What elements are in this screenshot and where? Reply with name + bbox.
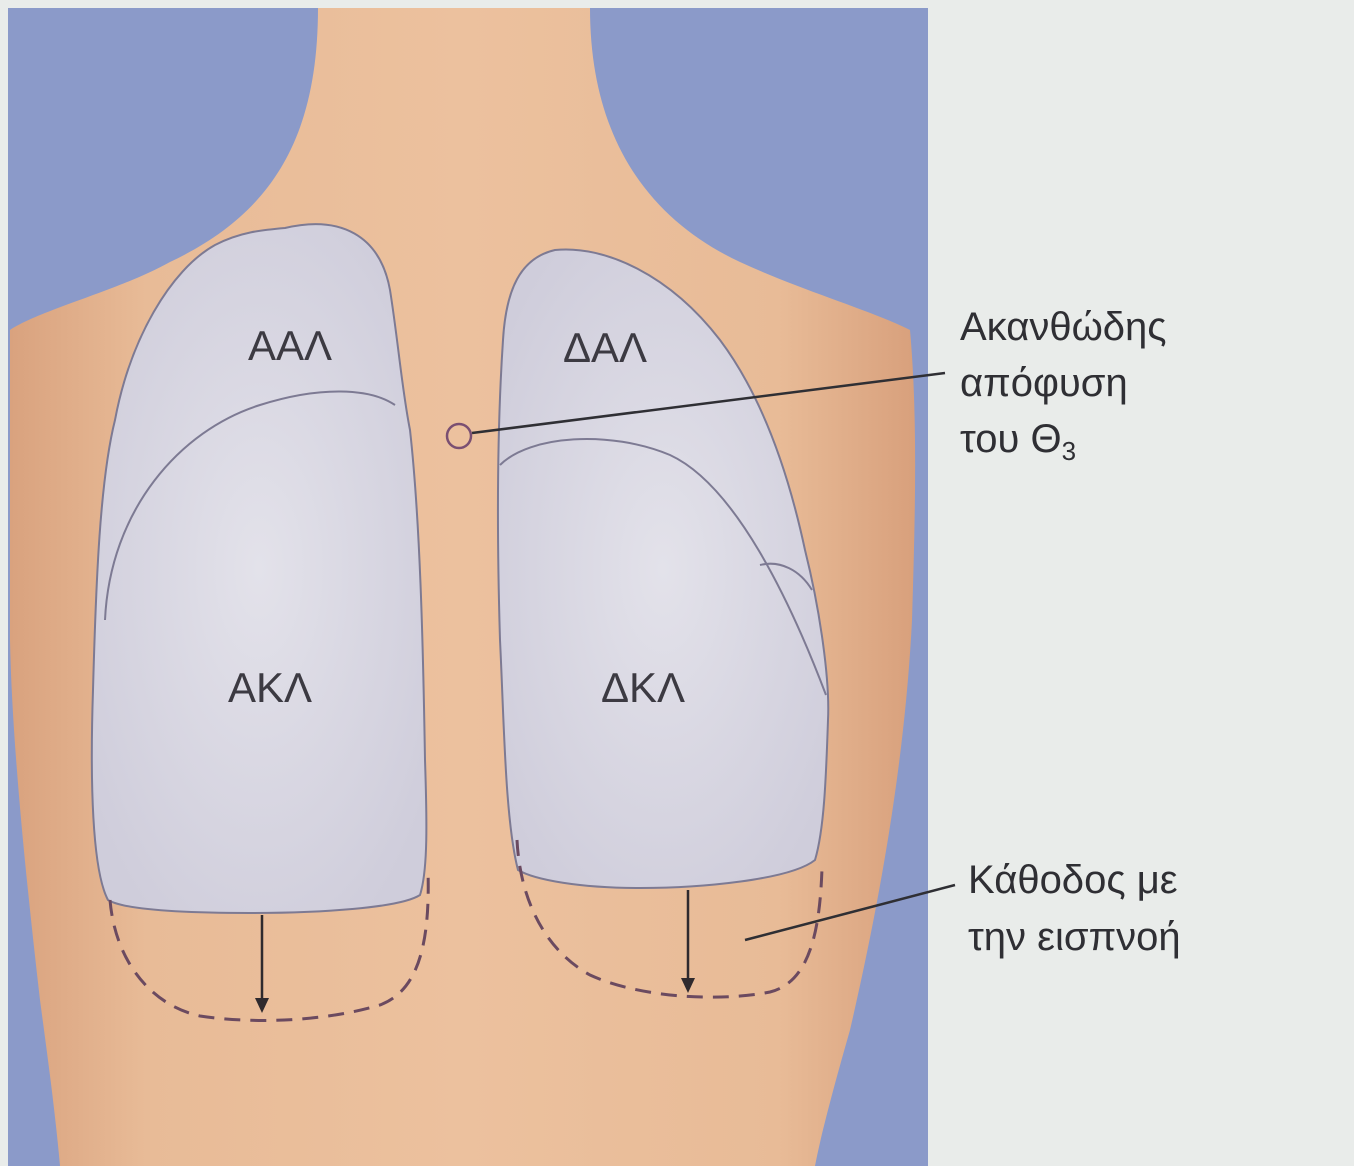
right-upper-lobe-label: ΔΑΛ (563, 324, 647, 371)
right-lower-lobe-label: ΔΚΛ (601, 664, 685, 711)
spinous-process-label-line2: απόφυση (960, 361, 1128, 405)
spinous-process-label-line1: Ακανθώδης (960, 305, 1167, 349)
spinous-process-label-line3-prefix: του Θ (960, 417, 1062, 461)
left-lower-lobe-label: ΑΚΛ (228, 664, 312, 711)
descent-label-line2: την εισπνοή (968, 915, 1181, 959)
spinous-process-label-line3: του Θ3 (960, 417, 1076, 466)
left-upper-lobe-label: ΑΑΛ (248, 322, 332, 369)
descent-label-line1: Κάθοδος με (968, 858, 1178, 902)
spinous-process-label-subscript: 3 (1062, 436, 1076, 466)
